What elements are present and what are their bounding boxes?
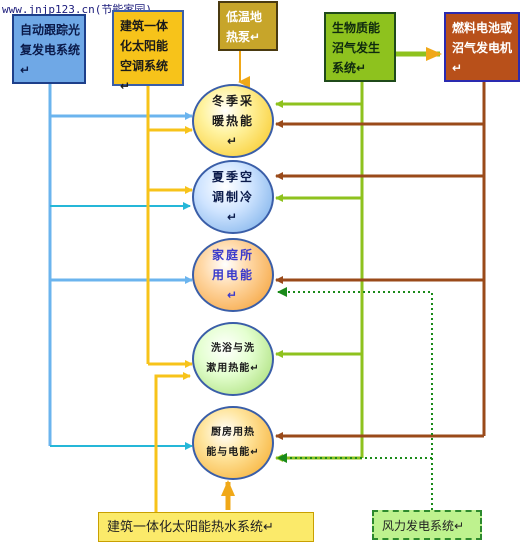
wind-power-box: 风力发电系统↵ bbox=[372, 510, 482, 540]
summer-cooling-node: 夏季空调制冷↵ bbox=[192, 160, 274, 234]
fuel-cell-label: 燃料电池或沼气发电机↵ bbox=[452, 21, 513, 75]
solar-ac-label: 建筑一体化太阳能空调系统↵ bbox=[120, 19, 169, 93]
winter-heating-node: 冬季采暖热能↵ bbox=[192, 84, 274, 158]
bath-hot-water-node: 洗浴与洗漱用热能↵ bbox=[192, 322, 274, 396]
household-power-label: 家庭所用电能↵ bbox=[211, 248, 254, 302]
biogas-label: 生物质能沼气发生系统↵ bbox=[332, 21, 381, 75]
wind-power-label: 风力发电系统↵ bbox=[382, 519, 465, 533]
solar-water-heating-label: 建筑一体化太阳能热水系统↵ bbox=[107, 520, 274, 535]
winter-heating-label: 冬季采暖热能↵ bbox=[211, 94, 254, 148]
bath-hot-water-label: 洗浴与洗漱用热能↵ bbox=[206, 343, 260, 374]
heat-pump-label: 低温地热泵↵ bbox=[226, 10, 263, 44]
pv-tracking-label: 自动跟踪光复发电系统↵ bbox=[20, 23, 81, 77]
kitchen-energy-label: 厨房用热能与电能↵ bbox=[206, 427, 260, 458]
biogas-system-box: 生物质能沼气发生系统↵ bbox=[324, 12, 396, 82]
fuel-cell-box: 燃料电池或沼气发电机↵ bbox=[444, 12, 520, 82]
solar-ac-system-box: 建筑一体化太阳能空调系统↵ bbox=[112, 10, 184, 93]
solar-water-heating-box: 建筑一体化太阳能热水系统↵ bbox=[98, 512, 314, 542]
summer-cooling-label: 夏季空调制冷↵ bbox=[211, 170, 254, 224]
household-power-node: 家庭所用电能↵ bbox=[192, 238, 274, 312]
heat-pump-box: 低温地热泵↵ bbox=[218, 1, 278, 51]
kitchen-energy-node: 厨房用热能与电能↵ bbox=[192, 406, 274, 480]
pv-tracking-system-box: 自动跟踪光复发电系统↵ bbox=[12, 14, 86, 84]
